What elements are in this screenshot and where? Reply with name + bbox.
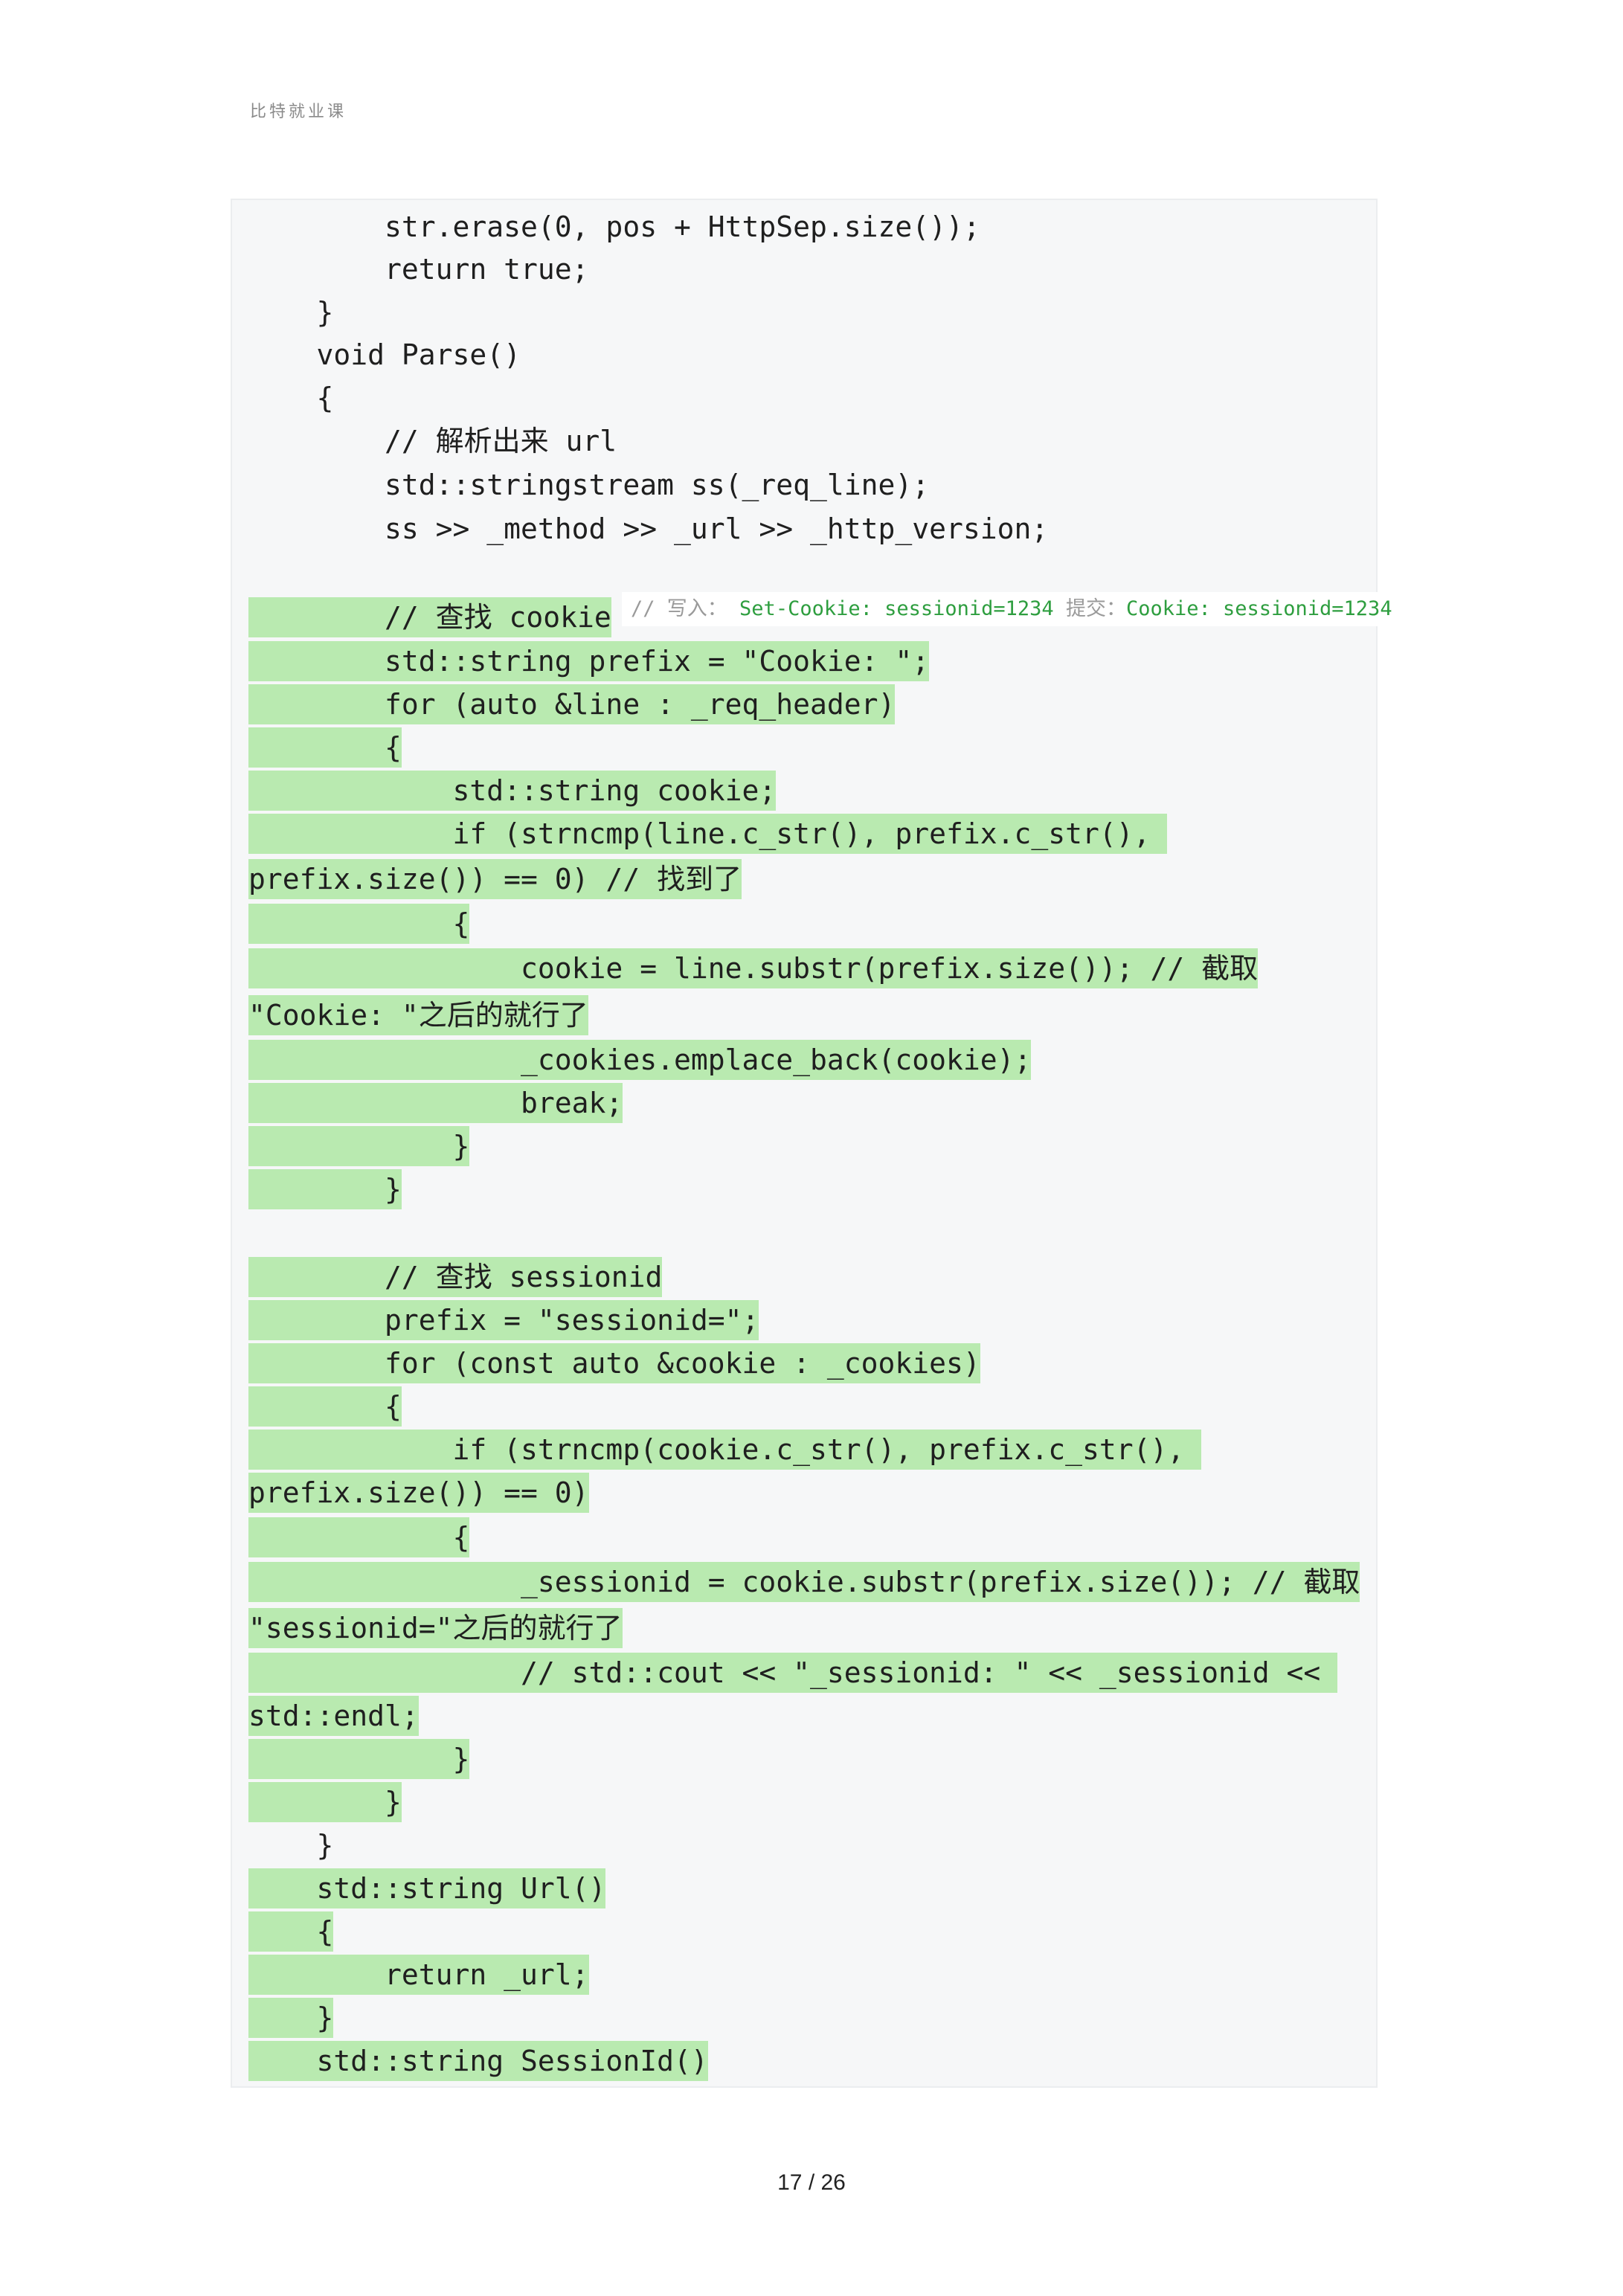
- code-line: std::string cookie;: [248, 771, 777, 811]
- code-line: _sessionid = cookie.substr(prefix.size()…: [248, 1562, 1360, 1602]
- code-line: }: [248, 1126, 470, 1166]
- code-line: {: [248, 1386, 402, 1427]
- code-line: str.erase(0, pos + HttpSep.size());: [248, 210, 980, 243]
- code-line: prefix.size()) == 0) // 找到了: [248, 859, 742, 899]
- code-line: {: [248, 1517, 470, 1557]
- code-line: prefix.size()) == 0): [248, 1473, 589, 1513]
- code-line: prefix = "sessionid=";: [248, 1300, 759, 1340]
- code-line: }: [248, 296, 334, 329]
- code-line: }: [248, 1739, 470, 1779]
- code-line: if (strncmp(line.c_str(), prefix.c_str()…: [248, 814, 1168, 854]
- annotation-set-cookie: Set-Cookie: sessionid=1234: [739, 597, 1054, 620]
- code-line: std::string SessionId(): [248, 2041, 708, 2081]
- code-line: if (strncmp(cookie.c_str(), prefix.c_str…: [248, 1430, 1202, 1470]
- page-number: 17 / 26: [777, 2170, 846, 2195]
- code-line: "Cookie: "之后的就行了: [248, 995, 588, 1035]
- annotation-prefix: // 写入：: [631, 597, 727, 620]
- code-line: }: [248, 1829, 334, 1862]
- cookie-annotation: // 写入： Set-Cookie: sessionid=1234 提交：Coo…: [622, 592, 1401, 626]
- code-line: for (auto &line : _req_header): [248, 684, 896, 724]
- code-line: std::stringstream ss(_req_line);: [248, 469, 930, 501]
- code-line: return _url;: [248, 1955, 589, 1995]
- code-line: _cookies.emplace_back(cookie);: [248, 1040, 1032, 1080]
- code-line: std::string prefix = "Cookie: ";: [248, 641, 930, 681]
- code-line: for (const auto &cookie : _cookies): [248, 1343, 980, 1383]
- code-line: break;: [248, 1083, 623, 1123]
- code-line: // 解析出来 url: [248, 425, 617, 457]
- code-line: std::endl;: [248, 1696, 419, 1736]
- code-line: }: [248, 1169, 402, 1209]
- code-line: {: [248, 1911, 334, 1952]
- code-line: {: [248, 904, 470, 944]
- code-line: // 查找 cookie: [248, 597, 611, 637]
- annotation-cookie: Cookie: sessionid=1234: [1125, 597, 1392, 620]
- document-header: 比特就业课: [250, 103, 347, 121]
- code-line: std::string Url(): [248, 1868, 606, 1908]
- code-line: "sessionid="之后的就行了: [248, 1608, 623, 1648]
- code-line: return true;: [248, 253, 589, 286]
- code-line: }: [248, 1998, 334, 2038]
- code-line: }: [248, 1782, 402, 1822]
- code-line: // std::cout << "_sessionid: " << _sessi…: [248, 1653, 1338, 1693]
- annotation-submit-label: 提交：: [1065, 597, 1126, 620]
- code-line: {: [248, 727, 402, 768]
- code-line: void Parse(): [248, 338, 521, 371]
- code-line: {: [248, 382, 334, 414]
- code-line: ss >> _method >> _url >> _http_version;: [248, 512, 1049, 545]
- code-line: // 查找 sessionid: [248, 1257, 663, 1297]
- code-line: cookie = line.substr(prefix.size()); // …: [248, 948, 1259, 988]
